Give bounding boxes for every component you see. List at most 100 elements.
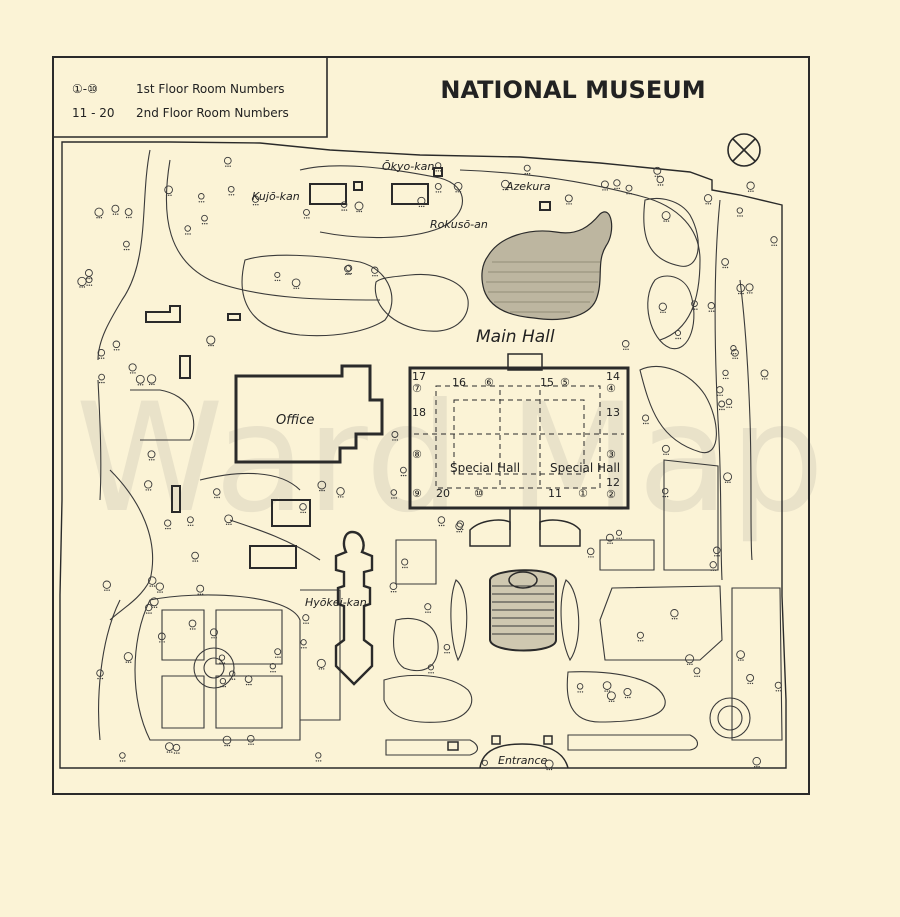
tree-dot	[150, 612, 152, 614]
tree-dot	[168, 751, 171, 753]
tree-dot	[756, 766, 758, 768]
legend-first-floor-label: 1st Floor Room Numbers	[136, 82, 285, 96]
tree-dot	[432, 672, 434, 674]
tree-icon	[621, 340, 630, 348]
tree-dot	[149, 585, 151, 587]
tree-dot	[618, 537, 620, 539]
tree-icon	[721, 258, 729, 266]
main-hall-building	[408, 353, 630, 547]
tree-dot	[588, 556, 590, 558]
tree-dot	[161, 641, 163, 643]
tree-dot	[272, 671, 274, 673]
tree-icon	[661, 487, 669, 495]
tree-dot	[577, 691, 579, 693]
fountain	[489, 569, 557, 652]
tree-dot	[279, 279, 281, 282]
tree-dot	[662, 311, 664, 313]
tree-icon	[188, 619, 197, 628]
tree-icon	[317, 480, 327, 490]
tree-dot	[232, 194, 235, 196]
tree-dot	[151, 585, 154, 587]
tree-icon	[437, 516, 446, 524]
tree-dot	[457, 191, 459, 193]
tree-dot	[698, 675, 700, 677]
tree-dot	[440, 191, 442, 193]
tree-dot	[157, 591, 159, 593]
tree-dot	[550, 768, 553, 771]
tree-dot	[230, 194, 233, 196]
pond-hatching	[486, 261, 600, 313]
tree-dot	[775, 244, 778, 246]
legend: ①-⑩ 1st Floor Room Numbers 11 - 20 2nd F…	[72, 82, 289, 120]
tree-dot	[293, 287, 295, 289]
tree-icon	[713, 546, 721, 555]
tree-dot	[204, 223, 206, 225]
tree-dot	[504, 188, 507, 191]
tree-icon	[96, 669, 104, 677]
tree-icon	[391, 431, 399, 438]
tree-dot	[176, 752, 178, 754]
compass-rose-icon	[727, 133, 761, 167]
tree-icon	[300, 639, 307, 646]
tree-icon	[774, 681, 782, 689]
tree-dot	[100, 357, 103, 359]
tree-icon	[703, 194, 713, 203]
tree-icon	[661, 444, 670, 453]
tree-dot	[723, 408, 725, 411]
tree-icon	[147, 576, 157, 585]
north-buildings	[145, 167, 551, 569]
tree-icon	[164, 185, 173, 195]
legend-box	[53, 57, 328, 138]
tree-dot	[607, 542, 609, 544]
tree-dot	[374, 275, 376, 277]
tree-icon	[135, 374, 145, 384]
tree-dot	[395, 591, 397, 593]
tree-dot	[166, 751, 169, 753]
tree-icon	[400, 466, 407, 474]
tree-icon	[674, 329, 682, 337]
tree-icon	[144, 480, 153, 489]
tree-dot	[349, 273, 351, 275]
tree-icon	[128, 363, 137, 372]
tree-icon	[456, 520, 464, 528]
tree-dot	[609, 542, 611, 544]
tree-dot	[255, 204, 257, 206]
map-title: NATIONAL MUSEUM	[440, 76, 705, 104]
tree-dot	[751, 682, 754, 685]
tree-dot	[393, 497, 395, 499]
tree-icon	[752, 756, 761, 766]
tree-dot	[671, 618, 674, 620]
tree-icon	[725, 398, 733, 406]
tree-dot	[224, 744, 226, 747]
label-office: Office	[276, 413, 314, 428]
tree-dot	[148, 612, 150, 614]
tree-dot	[163, 641, 165, 643]
tree-icon	[98, 373, 105, 381]
tree-icon	[165, 742, 174, 751]
tree-dot	[730, 353, 733, 355]
legend-first-floor-range: ①-⑩	[72, 82, 98, 96]
tree-icon	[213, 488, 221, 496]
tree-dot	[742, 659, 744, 661]
kujo-kan-building	[309, 183, 347, 205]
tree-dot	[153, 585, 156, 587]
tree-dot	[710, 310, 713, 312]
tree-dot	[303, 647, 305, 649]
tree-dot	[775, 690, 777, 692]
room-5: ⑤	[560, 376, 570, 389]
tree-dot	[358, 210, 360, 213]
tree-dot	[372, 275, 374, 277]
tree-dot	[391, 497, 393, 499]
tree-dot	[751, 292, 753, 294]
tree-dot	[663, 453, 665, 455]
tree-dot	[616, 187, 618, 190]
tree-dot	[88, 277, 90, 280]
tree-icon	[636, 631, 644, 639]
tree-icon	[345, 264, 353, 272]
tree-dot	[400, 474, 403, 477]
tree-dot	[320, 668, 323, 670]
tree-dot	[716, 555, 718, 557]
room-16: 16	[452, 376, 466, 389]
tree-dot	[128, 216, 130, 219]
tree-dot	[428, 672, 430, 674]
